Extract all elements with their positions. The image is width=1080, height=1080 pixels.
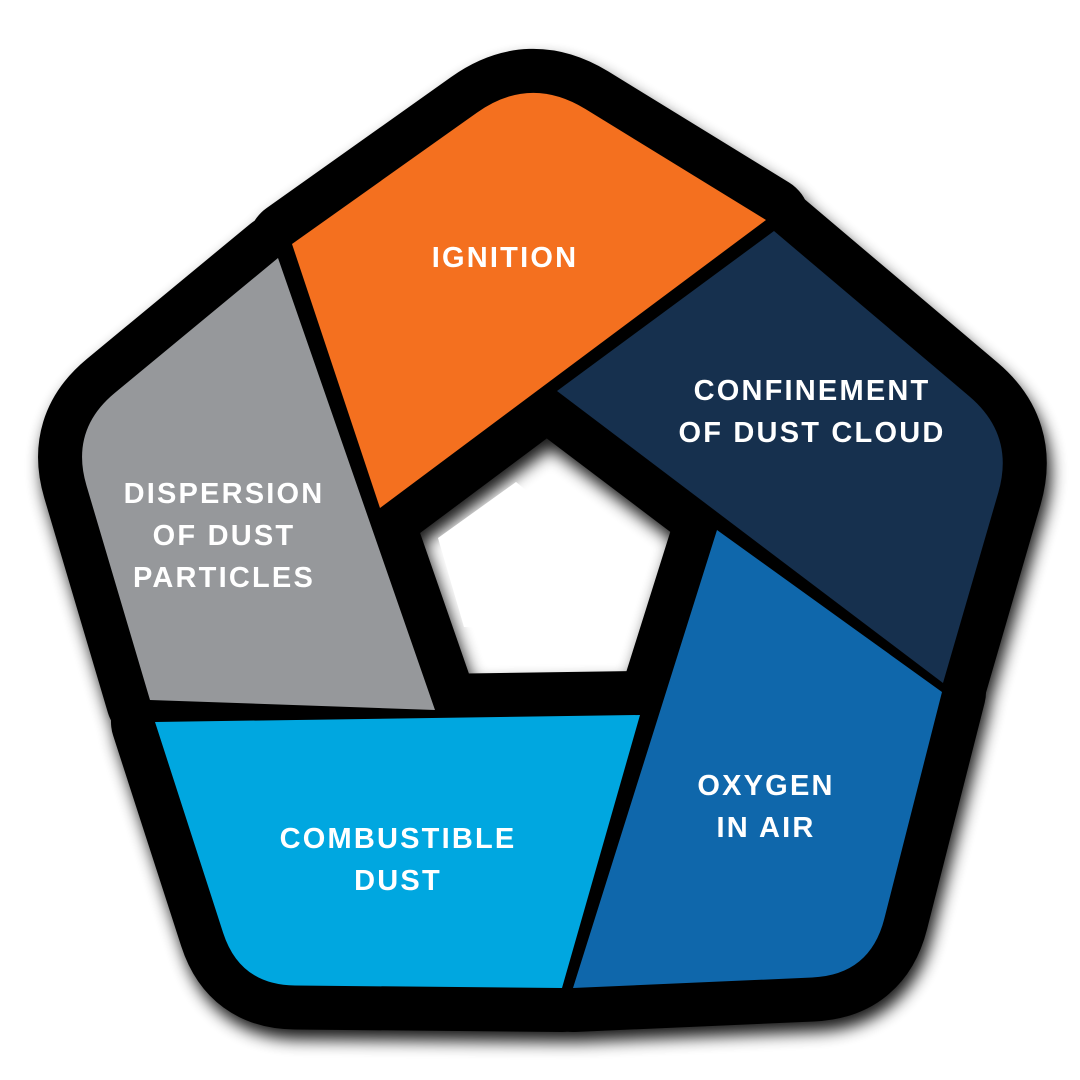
segment-label-oxygen-in-air-line2: IN AIR (716, 812, 815, 844)
segment-label-oxygen-in-air-line1: OXYGEN (697, 770, 834, 802)
segment-label-confinement-of-dust-cloud-line1: CONFINEMENT (694, 375, 931, 407)
segment-label-ignition-line1: IGNITION (432, 242, 579, 274)
segment-label-combustible-dust-line1: COMBUSTIBLE (280, 823, 517, 855)
segment-fills (82, 92, 1003, 988)
segment-label-dispersion-of-dust-particles-line1: DISPERSION (124, 478, 325, 510)
segment-label-dispersion-of-dust-particles-line3: PARTICLES (133, 562, 315, 594)
segment-shape-dispersion-of-dust-particles (82, 258, 436, 710)
segment-label-dispersion-of-dust-particles-line2: OF DUST (153, 520, 296, 552)
center-pentagon (438, 482, 636, 634)
segment-label-combustible-dust-line2: DUST (354, 865, 442, 897)
segment-shape-confinement-of-dust-cloud (557, 231, 1003, 683)
segment-labels: IGNITION CONFINEMENT OF DUST CLOUD OXYGEN IN… (124, 242, 945, 897)
segment-shape-ignition (292, 92, 766, 509)
segment-shape-oxygen-in-air (573, 530, 942, 988)
segment-label-confinement-of-dust-cloud-line2: OF DUST CLOUD (678, 417, 945, 449)
segment-shape-combustible-dust (155, 715, 640, 988)
